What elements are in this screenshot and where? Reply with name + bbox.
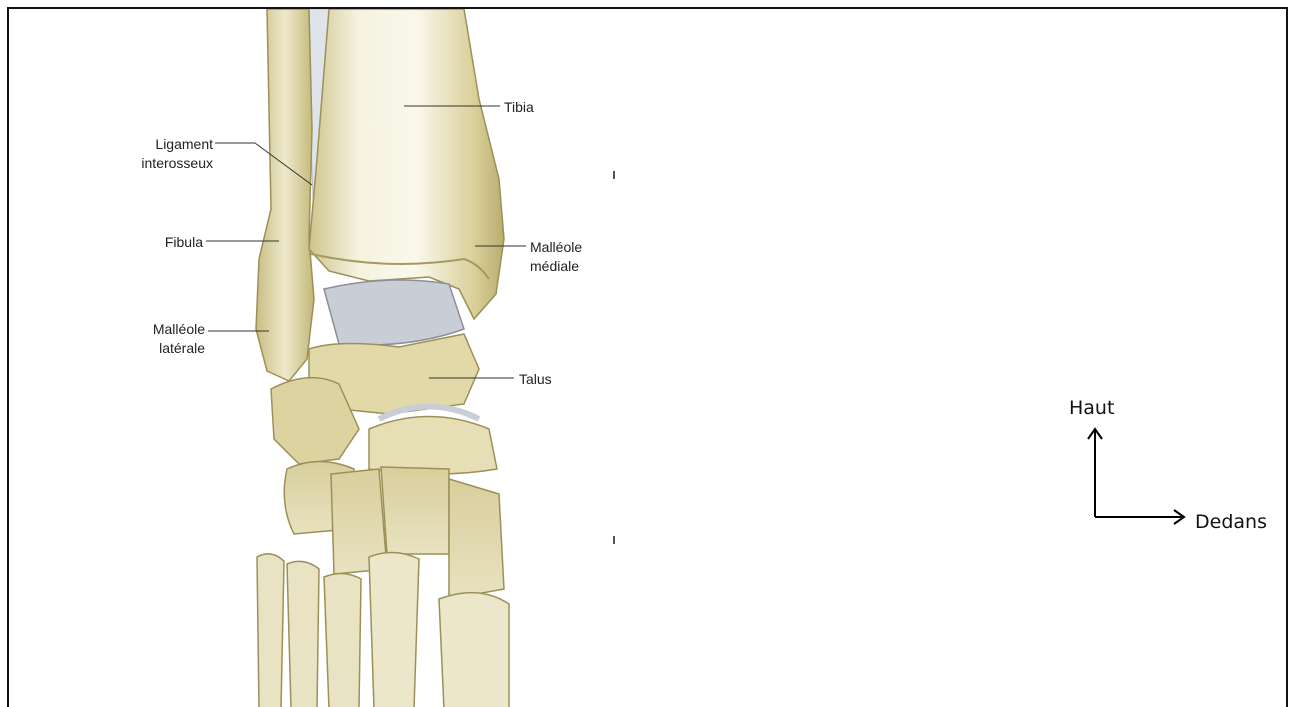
figure-frame: Ligament interosseux Fibula Malléole lat… bbox=[7, 7, 1288, 707]
label-malleole-laterale-line2: latérale bbox=[109, 339, 205, 358]
label-ligament-interosseux: Ligament interosseux bbox=[117, 135, 213, 173]
label-malleole-mediale-line2: médiale bbox=[530, 257, 582, 276]
fibula-bone bbox=[256, 9, 314, 381]
orientation-right-label: Dedans bbox=[1195, 511, 1267, 533]
label-malleole-mediale-line1: Malléole bbox=[530, 238, 582, 257]
orientation-up-label: Haut bbox=[1069, 397, 1114, 419]
ankle-anatomy-illustration bbox=[9, 9, 1288, 707]
label-malleole-laterale: Malléole latérale bbox=[109, 320, 205, 358]
label-ligament-line1: Ligament bbox=[117, 135, 213, 154]
orientation-arrows bbox=[1088, 429, 1184, 524]
talus-cartilage bbox=[324, 280, 464, 345]
label-tibia: Tibia bbox=[504, 98, 534, 117]
tibia-bone bbox=[309, 9, 504, 319]
label-malleole-laterale-line1: Malléole bbox=[109, 320, 205, 339]
label-malleole-mediale: Malléole médiale bbox=[530, 238, 582, 276]
label-ligament-line2: interosseux bbox=[117, 154, 213, 173]
label-fibula: Fibula bbox=[119, 233, 203, 252]
label-talus: Talus bbox=[519, 370, 552, 389]
